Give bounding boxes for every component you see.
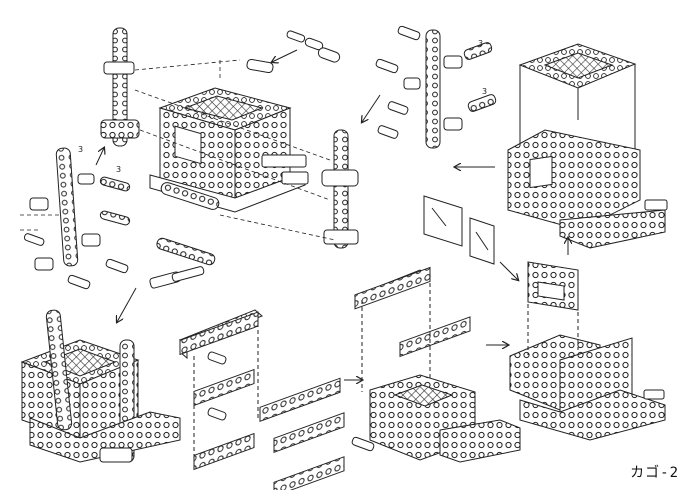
diagram-caption: カゴ-2 (630, 465, 679, 481)
step1-loose-parts (246, 30, 341, 74)
step3-window-panels (423, 195, 518, 280)
step1-left-beam (100, 27, 140, 147)
part-count-label: 3 (78, 145, 83, 154)
step1-sub-parts (20, 148, 131, 290)
brick-stack-exploded (179, 309, 375, 490)
final-cage (20, 287, 181, 463)
part-count-label: 3 (478, 39, 483, 48)
step3-cage-mid (509, 261, 666, 441)
step1-right-beam (321, 129, 359, 249)
step3-cage-tall (455, 43, 666, 255)
partial-cage (353, 266, 521, 463)
small-bracket (643, 199, 668, 400)
step1-guides (134, 59, 336, 241)
part-count-label: 3 (116, 165, 121, 174)
step1-liftarm (160, 154, 309, 210)
part-count-label: 3 (482, 87, 487, 96)
step2-beam-parts (362, 25, 497, 149)
step1-liftarms-lower (149, 237, 216, 289)
